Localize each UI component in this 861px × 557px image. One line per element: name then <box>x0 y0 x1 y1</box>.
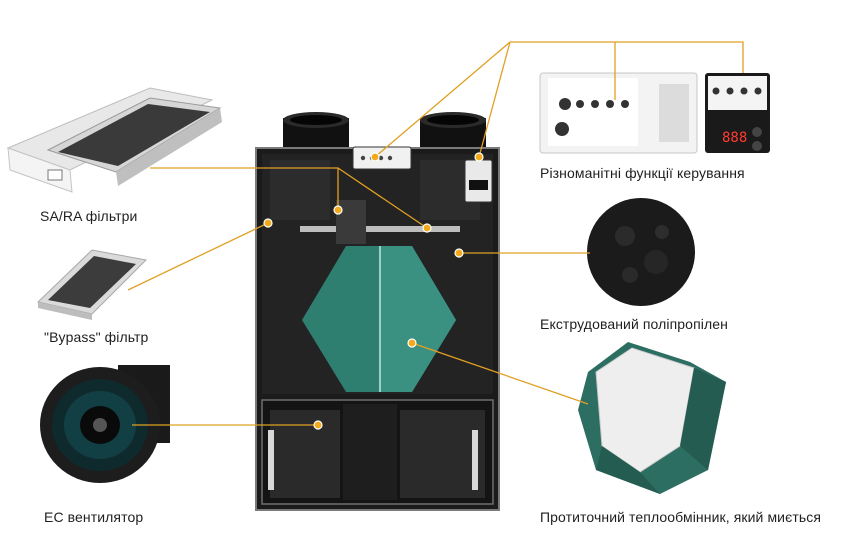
bypass-filter-image <box>36 249 148 320</box>
label-bypass-filter: "Bypass" фільтр <box>44 329 149 345</box>
sa-ra-filters-image <box>6 87 222 193</box>
ec-fan-image <box>40 365 170 483</box>
leader-dots <box>263 152 484 430</box>
label-heat-exchanger: Протиточний теплообмінник, який миється <box>540 509 822 525</box>
duct-left <box>283 112 349 148</box>
display-digits: 888 <box>722 130 747 146</box>
polypropylene-sample-image <box>587 198 695 306</box>
label-ec-fan: EC вентилятор <box>44 509 144 525</box>
heat-exchanger-image <box>578 342 726 494</box>
label-sa-ra-filters: SA/RA фільтри <box>40 208 138 224</box>
duct-right <box>420 112 486 148</box>
leader-lines <box>127 41 744 426</box>
ventilation-unit <box>255 112 500 511</box>
heat-exchanger-in-unit <box>302 246 456 392</box>
control-panel-large <box>539 72 698 154</box>
label-extruded-polypropylene: Екструдований поліпропілен <box>540 316 728 332</box>
label-control-functions: Різноманітні функції керування <box>540 165 745 181</box>
control-panel-display: 888 <box>705 73 770 153</box>
